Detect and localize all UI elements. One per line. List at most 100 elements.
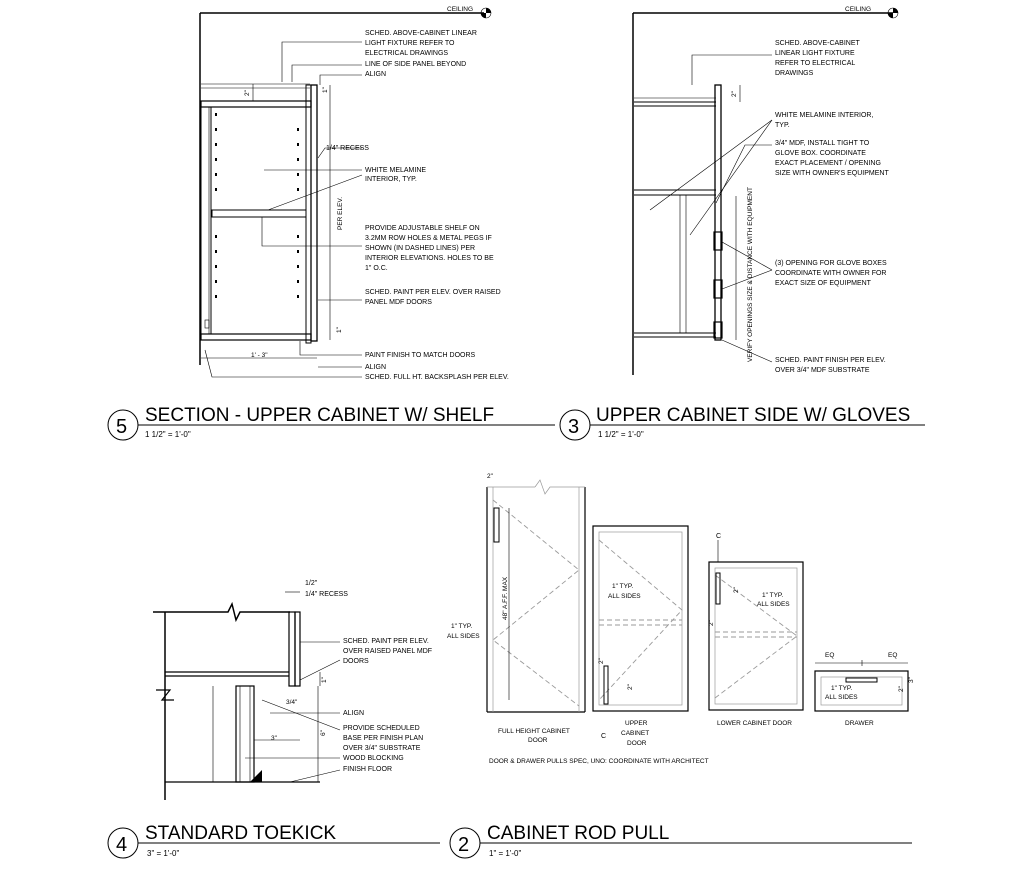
dim-1in-typ: 1" TYP. [612,583,633,590]
svg-text:ALIGN: ALIGN [365,364,386,371]
dim-all-sides: ALL SIDES [825,694,858,701]
svg-text:SCHED. FULL HT. BACKSPLASH PER: SCHED. FULL HT. BACKSPLASH PER ELEV. [365,374,509,381]
svg-text:LINEAR LIGHT FIXTURE: LINEAR LIGHT FIXTURE [775,50,855,57]
detail-5-number: 5 [116,416,127,438]
svg-text:SCHED. PAINT FINISH PER ELEV.: SCHED. PAINT FINISH PER ELEV. [775,357,886,364]
detail-3-notes: SCHED. ABOVE-CABINET LINEAR LIGHT FIXTUR… [775,40,889,374]
dim-2in: 2" [487,473,494,480]
dim-per-elev: PER ELEV. [337,197,344,230]
svg-text:LIGHT FIXTURE REFER TO: LIGHT FIXTURE REFER TO [365,40,455,47]
dim-48in-max: 48" A.F.F. MAX [502,576,509,620]
svg-text:GLOVE BOX. COORDINATE: GLOVE BOX. COORDINATE [775,150,866,157]
svg-text:PANEL MDF DOORS: PANEL MDF DOORS [365,299,432,306]
ceiling-datum-icon [887,7,899,19]
svg-text:1/4" RECESS: 1/4" RECESS [305,591,348,598]
lower-door-label: LOWER CABINET DOOR [717,720,792,727]
full-height-label-2: DOOR [528,737,548,744]
svg-text:DRAWINGS: DRAWINGS [775,70,814,77]
detail-3-number: 3 [568,416,579,438]
svg-text:ALIGN: ALIGN [343,710,364,717]
detail-2-title: CABINET ROD PULL [487,823,669,844]
svg-text:OVER 3/4" SUBSTRATE: OVER 3/4" SUBSTRATE [343,745,421,752]
svg-text:SCHED. ABOVE-CABINET: SCHED. ABOVE-CABINET [775,40,861,47]
dim-1in: 1" [321,676,328,683]
detail-4-notes: 1/2" 1/4" RECESS SCHED. PAINT PER ELEV. … [305,580,432,773]
detail-3-scale: 1 1/2" = 1'-0" [598,430,644,439]
svg-text:1/4" RECESS: 1/4" RECESS [326,145,369,152]
upper-door-label-2: CABINET [621,730,649,737]
detail-5-notes: SCHED. ABOVE-CABINET LINEAR LIGHT FIXTUR… [326,30,509,381]
dim-1in-typ: 1" TYP. [762,592,783,599]
dim-all-sides: ALL SIDES [447,633,480,640]
detail-3-upper-cabinet-gloves: CEILING 2" VERIFY OPENINGS SIZE & DISTAN… [559,6,925,441]
svg-text:3/4" MDF, INSTALL TIGHT TO: 3/4" MDF, INSTALL TIGHT TO [775,140,870,147]
svg-text:1/2": 1/2" [305,580,318,587]
svg-text:EXACT PLACEMENT / OPENING: EXACT PLACEMENT / OPENING [775,160,881,167]
svg-text:OVER 3/4" MDF SUBSTRATE: OVER 3/4" MDF SUBSTRATE [775,367,870,374]
dim-1in-typ: 1" TYP. [451,623,472,630]
dim-2in: 2" [598,657,605,664]
svg-text:OVER RAISED PANEL MDF: OVER RAISED PANEL MDF [343,648,432,655]
dim-2in: 2" [733,586,740,593]
upper-door-label: UPPER [625,720,648,727]
ceiling-label: CEILING [845,6,871,13]
svg-text:WOOD BLOCKING: WOOD BLOCKING [343,755,404,762]
svg-text:PROVIDE SCHEDULED: PROVIDE SCHEDULED [343,725,420,732]
svg-text:1" O.C.: 1" O.C. [365,265,388,272]
dim-all-sides: ALL SIDES [608,593,641,600]
shelf-peg-holes [215,113,299,298]
svg-text:TYP.: TYP. [775,122,790,129]
detail-5-section-upper-cabinet: CEILING [107,6,555,441]
svg-text:3.2MM ROW HOLES & METAL PEGS I: 3.2MM ROW HOLES & METAL PEGS IF [365,235,492,242]
dim-2in: 2" [627,683,634,690]
svg-text:PAINT FINISH TO MATCH DOORS: PAINT FINISH TO MATCH DOORS [365,352,476,359]
dim-2in: 2" [898,685,905,692]
dim-eq: EQ [825,652,834,659]
dim-2in: 2" [244,89,251,96]
detail-2-scale: 1" = 1'-0" [489,849,521,858]
dim-1in-typ: 1" TYP. [831,685,852,692]
centerline-icon: C [601,733,606,740]
dim-6in: 6" [320,729,327,736]
dim-3in: 3" [908,676,915,683]
svg-text:SCHED. PAINT PER ELEV. OVER RA: SCHED. PAINT PER ELEV. OVER RAISED [365,289,501,296]
detail-4-scale: 3" = 1'-0" [147,849,179,858]
detail-4-number: 4 [116,834,127,856]
upper-door-label-3: DOOR [627,740,647,747]
svg-text:COORDINATE WITH OWNER FOR: COORDINATE WITH OWNER FOR [775,270,886,277]
ceiling-datum-icon [480,7,492,19]
detail-2-cabinet-rod-pull: 2" 48" A.F.F. MAX 1" TYP. ALL SIDES FULL… [447,473,915,859]
svg-text:INTERIOR ELEVATIONS. HOLES TO: INTERIOR ELEVATIONS. HOLES TO BE [365,255,494,262]
svg-text:SHOWN (IN DASHED LINES) PER: SHOWN (IN DASHED LINES) PER [365,245,475,252]
svg-text:ELECTRICAL DRAWINGS: ELECTRICAL DRAWINGS [365,50,448,57]
detail-2-number: 2 [458,834,469,856]
dim-3in: 3" [271,735,278,742]
dim-1in-bottom: 1" [336,326,343,333]
svg-text:DOORS: DOORS [343,658,369,665]
svg-text:EXACT SIZE OF EQUIPMENT: EXACT SIZE OF EQUIPMENT [775,280,872,287]
detail-5-title: SECTION - UPPER CABINET W/ SHELF [145,405,494,426]
svg-text:SCHED. ABOVE-CABINET LINEAR: SCHED. ABOVE-CABINET LINEAR [365,30,477,37]
dim-eq: EQ [888,652,897,659]
svg-text:SCHED. PAINT PER ELEV.: SCHED. PAINT PER ELEV. [343,638,429,645]
svg-text:BASE PER FINISH PLAN: BASE PER FINISH PLAN [343,735,423,742]
detail-5-scale: 1 1/2" = 1'-0" [145,430,191,439]
detail-3-title: UPPER CABINET SIDE W/ GLOVES [596,405,910,426]
svg-text:PROVIDE ADJUSTABLE SHELF ON: PROVIDE ADJUSTABLE SHELF ON [365,225,480,232]
svg-text:WHITE MELAMINE: WHITE MELAMINE [365,167,426,174]
svg-text:WHITE MELAMINE INTERIOR,: WHITE MELAMINE INTERIOR, [775,112,873,119]
detail-4-title: STANDARD TOEKICK [145,823,336,844]
pulls-note: DOOR & DRAWER PULLS SPEC, UNO: COORDINAT… [489,758,709,765]
svg-text:LINE OF SIDE PANEL BEYOND: LINE OF SIDE PANEL BEYOND [365,61,466,68]
dim-all-sides: ALL SIDES [757,601,790,608]
dim-3-4in: 3/4" [286,699,298,706]
svg-text:INTERIOR, TYP.: INTERIOR, TYP. [365,176,417,183]
ceiling-label: CEILING [447,6,473,13]
dim-1in: 1" [322,86,329,93]
svg-text:REFER TO ELECTRICAL: REFER TO ELECTRICAL [775,60,855,67]
svg-text:FINISH FLOOR: FINISH FLOOR [343,766,392,773]
vertical-note: VERIFY OPENINGS SIZE & DISTANCE WITH EQU… [747,187,754,362]
detail-4-standard-toekick: 1" 3/4" 3" 6" 1/2" 1/4" RECESS SCHED. PA… [107,580,440,859]
centerline-icon: C [716,533,721,540]
